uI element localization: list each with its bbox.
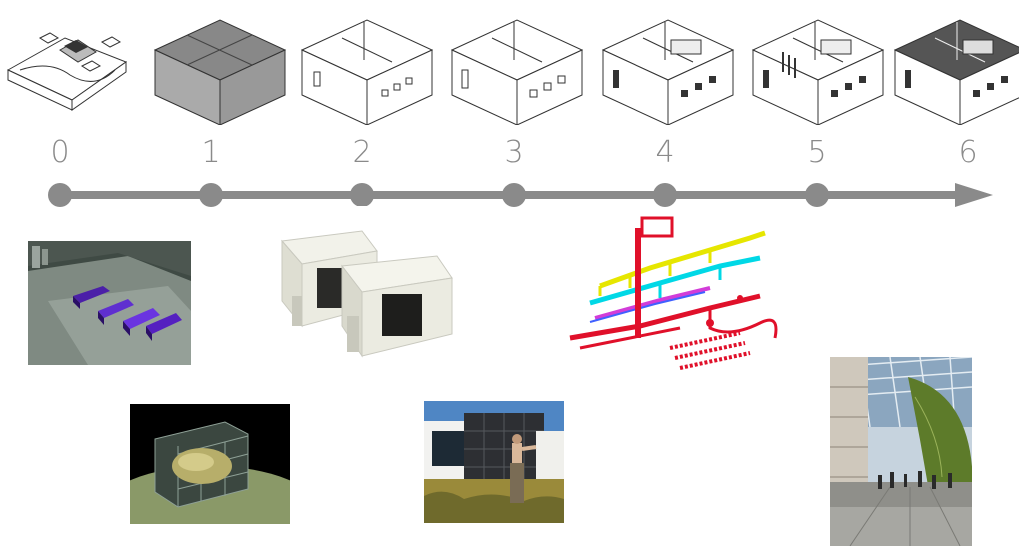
atrium-interior-render: [830, 357, 972, 546]
openings-model-icon: [451, 19, 583, 125]
timeline-node-4: [653, 183, 677, 207]
stage-label-3: 3: [504, 135, 524, 170]
stage-label-5: 5: [807, 135, 827, 170]
timeline-node-2: [350, 183, 374, 207]
timeline-arrowhead-icon: [955, 183, 993, 207]
stage-label-2: 2: [352, 135, 372, 170]
timeline-node-3: [502, 183, 526, 207]
furnished-model-icon: [602, 19, 734, 125]
stage-label-6: 6: [958, 135, 978, 170]
timeline-node-1: [199, 183, 223, 207]
stage-label-1: 1: [201, 135, 221, 170]
stage-label-4: 4: [655, 135, 675, 170]
site-terrain-icon: [6, 32, 128, 111]
timeline-node-5: [805, 183, 829, 207]
facade-photo-render: [424, 401, 564, 523]
detailed-model-icon: [752, 19, 884, 125]
massing-box-icon: [153, 19, 287, 125]
timeline-node-0: [48, 183, 72, 207]
walls-model-icon: [301, 19, 433, 125]
stage-label-0: 0: [50, 135, 70, 170]
mep-systems-drawing: [560, 208, 790, 380]
white-massing-model-render: [242, 206, 472, 382]
site-massing-render: [28, 241, 191, 365]
model-row: [6, 19, 1019, 125]
finished-model-icon: [893, 19, 1019, 125]
glass-volume-render: [130, 404, 290, 524]
